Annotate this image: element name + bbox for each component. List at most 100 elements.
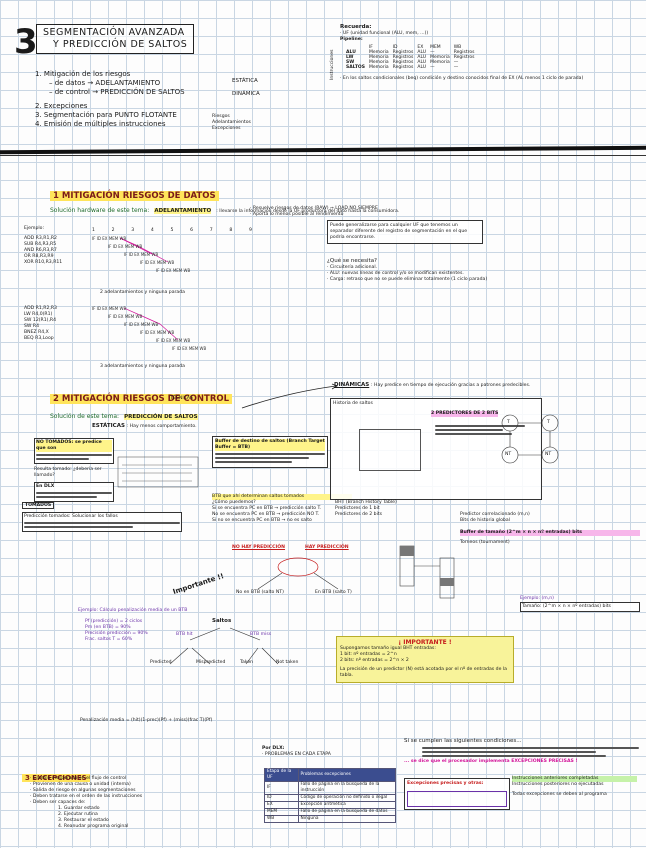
section1-question: ¿Qué se necesita? xyxy=(327,258,377,264)
btb-note: ¿Cómo puedemos? xyxy=(212,500,256,505)
arrow-to-dinamicas xyxy=(241,383,338,409)
outline-item: 4. Emisión de múltiples instrucciones xyxy=(35,120,166,128)
section1-bullet: · Resuelve riesgos de datos (RAW) → LOAD… xyxy=(250,206,378,211)
precise-note: Instrucciones posteriores no ejecutadas xyxy=(512,782,604,787)
example2-caption: 3 adelantamientos y ninguna parada xyxy=(100,364,185,369)
outline-item: 3. Segmentación para PUNTO FLOTANTE xyxy=(35,111,177,119)
section1-bullet: · Aporta lo menos posible al rendimiento xyxy=(250,212,344,217)
precise-conditions xyxy=(404,747,639,757)
fp-items: Riesgos Adelantamientos Excepciones xyxy=(212,114,251,132)
chapter-title-line1: SEGMENTACIÓN AVANZADA xyxy=(43,27,185,38)
exceptions-table: Etapa de la UF Problemas excepciones IF … xyxy=(264,768,397,823)
pipeline-cell: ALU xyxy=(417,50,427,55)
section2-title-text: 2 MITIGACIÓN RIESGOS DE CONTROL xyxy=(50,394,233,404)
section3-line: · Salida de riesgo en algunas segmentaci… xyxy=(30,788,136,793)
example2-row: SW R4 xyxy=(24,324,40,329)
cycle-number: 2 xyxy=(111,228,115,233)
svg-text:IF ID EX MEM WB: IF ID EX MEM WB xyxy=(124,322,158,327)
chapter-title: SEGMENTACIÓN AVANZADA Y PREDICCIÓN DE SA… xyxy=(36,24,195,54)
tree-node: BTB hit xyxy=(176,632,193,637)
section1-need: · Circuitería adicional. xyxy=(327,265,378,270)
precise-note: Instrucciones anteriores completadas xyxy=(512,776,637,782)
fp-item: Riesgos xyxy=(212,114,230,119)
pipeline-col: EX xyxy=(417,45,424,50)
two-bit-title: 2 PREDICTORES DE 2 BITS xyxy=(431,411,499,417)
left-note: En DLX xyxy=(36,484,55,489)
exceptions-row: MEM Fallo de página en la búsqueda de da… xyxy=(264,808,397,816)
example1-row: XOR R10,R3,R11 xyxy=(24,260,63,265)
btb-note: Si se encuentra PC en BTB → predicción s… xyxy=(212,506,322,511)
important-line: 2 bits: nº entradas = 2^n × 2 xyxy=(340,658,409,663)
cycle-number: 1 xyxy=(92,228,95,233)
no-prediction-label: NO HAY PREDICCIÓN xyxy=(232,545,286,550)
dinamicas-desc: : Hay predice en tiempo de ejecución gra… xyxy=(371,383,531,388)
exceptions-cell: Código de operación no definido o ilegal xyxy=(297,794,397,802)
dinamicas-header: DINÁMICAS : Hay predice en tiempo de eje… xyxy=(334,382,634,389)
dynamic-note: Predictores de 1 bit xyxy=(335,506,380,511)
recuerda-footnote: · En los saltos condicionales (beq) cond… xyxy=(340,76,584,81)
example2-row: BEQ R3,Loop xyxy=(24,336,54,341)
estaticas-header: ESTÁTICAS : Hay menos comportamiento. xyxy=(92,423,197,430)
predictor-state-machine xyxy=(501,414,559,464)
pipeline-cell: Memoria xyxy=(430,55,450,60)
section3-sub-item: 4. Reanudar programa original xyxy=(58,824,129,829)
section1-solution: Solución hardware de este tema: ADELANTA… xyxy=(50,197,570,216)
pipeline-row-op: ALU xyxy=(346,50,356,55)
pipeline-row-op: LW xyxy=(346,55,354,60)
dynamic-note: Predictor correlacionado (m,n) xyxy=(460,512,530,517)
section1-solution-value: ADELANTAMIENTO xyxy=(154,208,212,214)
btb-title: Buffer de destino de saltos (Branch Targ… xyxy=(215,439,325,451)
exceptions-row: EX Excepción aritmética xyxy=(264,801,397,809)
outline: 1. Mitigación de los riesgos – de datos … xyxy=(35,70,265,129)
pipeline-cell: — xyxy=(430,65,435,70)
svg-text:IF ID EX MEM WB: IF ID EX MEM WB xyxy=(140,330,174,335)
exceptions-cell: Ninguna xyxy=(297,815,397,823)
cycle-number: 8 xyxy=(229,228,233,233)
tree-node: Predicted xyxy=(150,660,172,665)
estaticas-notes: NO TOMADOS: se predice que son Resulta t… xyxy=(34,438,114,502)
predictor-state: T xyxy=(507,420,510,425)
predictor-text xyxy=(435,423,525,437)
exceptions-col: Problemas excepciones xyxy=(297,768,397,782)
precise-box: Excepciones precisas y otras: xyxy=(404,778,510,810)
section2-solution-value: PREDICCIÓN DE SALTOS xyxy=(124,414,198,420)
section1-title: 1 MITIGACIÓN RIESGOS DE DATOS xyxy=(50,183,219,202)
btb-box: Buffer de destino de saltos (Branch Targ… xyxy=(212,436,328,468)
recuerda-title: Recuerda: xyxy=(340,24,372,30)
important-line: La precisión de un predictor (N) está ac… xyxy=(340,667,507,678)
dynamic-note: Torneos (tournament) xyxy=(460,540,510,545)
important-box: ¡ IMPORTANTE ! Supongamos tamaño igual B… xyxy=(336,636,514,683)
outcome-notaken: No en BTB (salto NT) xyxy=(236,590,284,595)
fp-item: Adelantamientos xyxy=(212,120,251,125)
section1-box: Puede generalizarse para cualquier UF qu… xyxy=(327,220,483,244)
svg-text:IF ID EX MEM WB: IF ID EX MEM WB xyxy=(156,268,190,273)
buffer-size-formula: Buffer de tamaño (2^m × n × nº entradas)… xyxy=(460,530,640,536)
outline-item: 2. Excepciones xyxy=(35,102,88,110)
important-box-title: ¡ IMPORTANTE ! xyxy=(398,639,452,646)
dynamic-note: BHT (Branch History Table) xyxy=(335,500,397,505)
precise-note: Excepciones precisas y otras: xyxy=(407,781,484,786)
exceptions-table-header: Etapa de la UF Problemas excepciones xyxy=(264,768,397,782)
pipeline-cell: Memoria xyxy=(430,60,450,65)
predictor-state: NT xyxy=(505,452,512,457)
tree-root: Saltos xyxy=(212,618,232,624)
chapter-title-line2: Y PREDICCIÓN DE SALTOS xyxy=(53,39,188,50)
pipeline-row: SALTOS Memoria Registros ALU — — xyxy=(344,65,476,70)
tomados-label: TOMADOS xyxy=(22,502,55,509)
pipeline-cell: Registros xyxy=(392,60,414,65)
section3-title: 3 EXCEPCIONES xyxy=(22,765,90,784)
bht-table-sketch xyxy=(359,429,421,471)
section3-line: · Provienen de una causa o unidad (inter… xyxy=(30,782,131,787)
dynamic-note: Bits de historia global xyxy=(460,518,510,523)
btb-outcome-diagram xyxy=(257,557,339,590)
dynamic-predictors-box: Historia de saltos 2 PREDICTORES DE 2 BI… xyxy=(330,398,542,500)
example2-row: ADD R1,R2,R3 xyxy=(24,306,57,311)
section1-need: · Carga: retraso que no se puede elimina… xyxy=(327,277,488,282)
tomados-block: TOMADOS Predicción tomados: Solucionar l… xyxy=(22,502,182,532)
section1-example-label: Ejemplo: xyxy=(24,226,45,231)
section1-title-text: 1 MITIGACIÓN RIESGOS DE DATOS xyxy=(50,191,219,201)
predictor-state: T xyxy=(547,420,550,425)
section2-solution: Solución de este tema: PREDICCIÓN DE SAL… xyxy=(50,403,280,422)
dinamicas-label: DINÁMICAS xyxy=(334,382,370,388)
section1-solution-label: Solución hardware de este tema: xyxy=(50,207,150,214)
